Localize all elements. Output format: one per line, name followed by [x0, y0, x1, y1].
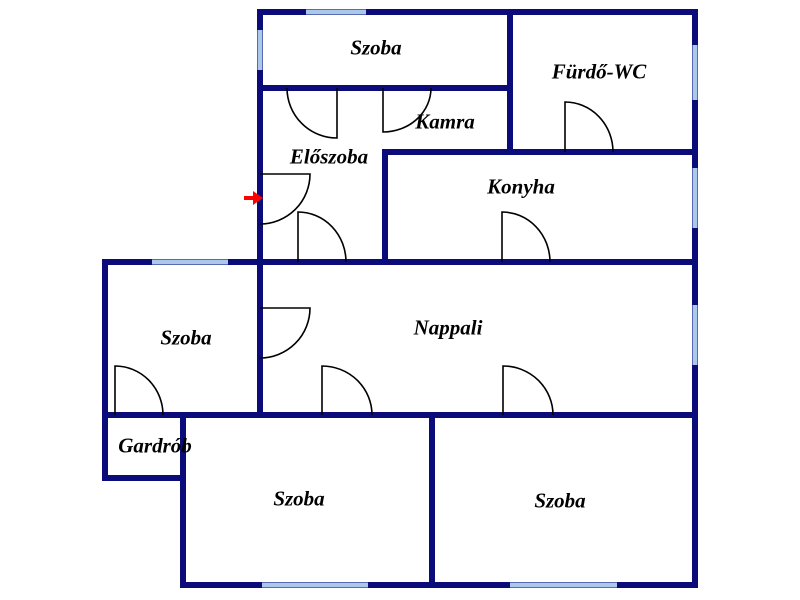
exterior-wall: [102, 9, 698, 588]
door-swing: [502, 365, 554, 416]
room-label-eloszoba: Előszoba: [289, 144, 369, 169]
door-swing: [297, 211, 347, 263]
door-swing: [564, 101, 614, 153]
door-swing: [321, 365, 373, 416]
room-label-szoba-bottom-left: Szoba: [273, 486, 325, 511]
door-swing: [382, 87, 432, 133]
windows: [152, 9, 698, 588]
room-label-kamra: Kamra: [415, 109, 475, 134]
room-label-konyha: Konyha: [487, 174, 555, 199]
door-swing: [259, 307, 311, 359]
room-label-nappali: Nappali: [413, 315, 483, 340]
room-label-szoba-bottom-right: Szoba: [534, 488, 586, 513]
door-swing: [286, 87, 338, 139]
room-label-gardrob: Gardrób: [118, 433, 192, 458]
room-label-szoba-left: Szoba: [160, 325, 212, 350]
door-swing: [259, 173, 311, 225]
door-swing: [501, 211, 551, 263]
entrance-arrow-icon: [244, 191, 263, 205]
room-label-furdo-wc: Fürdő-WC: [551, 59, 647, 84]
room-label-szoba-top: Szoba: [350, 35, 402, 60]
doors: [114, 87, 614, 416]
walls: [102, 9, 698, 588]
door-swing: [114, 365, 164, 416]
